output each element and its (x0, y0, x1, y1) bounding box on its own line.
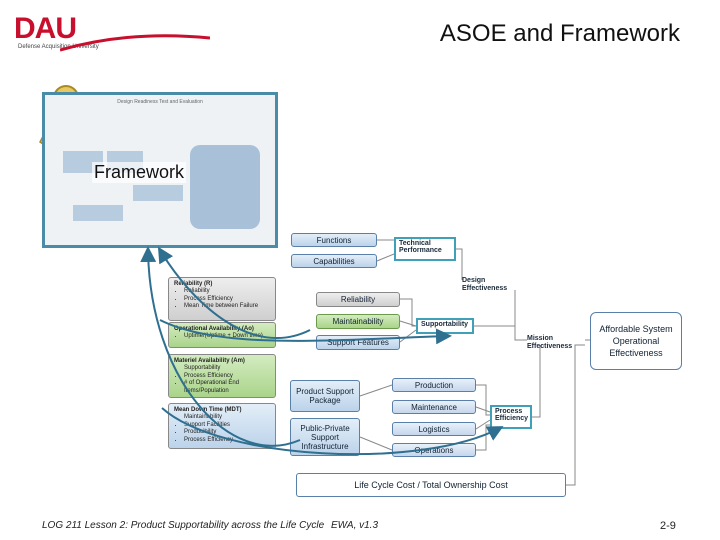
capabilities-box: Capabilities (291, 254, 377, 268)
list-item: Support Facilities (184, 422, 270, 430)
technical-performance-label: Technical Performance (394, 237, 456, 261)
list-item: Mean Time between Failure (184, 303, 270, 311)
operations-box: Operations (392, 443, 476, 457)
page-title: ASOE and Framework (439, 20, 680, 47)
list-item: Maintainability (184, 414, 270, 422)
footer-text: LOG 211 Lesson 2: Product Supportability… (42, 520, 378, 531)
public-private-support-box: Public-Private Support Infrastructure (290, 418, 360, 456)
flow-lines (359, 239, 590, 486)
production-box: Production (392, 378, 476, 392)
footer-version: EWA, v1.3 (330, 520, 379, 531)
maintainability-box: Maintainability (316, 314, 400, 329)
list-item: # of Operational End Items/Population (184, 380, 270, 395)
mean-down-time-panel: Mean Down Time (MDT) Maintainability Sup… (168, 403, 276, 449)
framework-arrows (140, 246, 504, 456)
list-item: Process Efficiency (184, 373, 270, 381)
framework-label: Framework (92, 162, 187, 183)
reliability-panel: Reliability (R) Reliability Process Effi… (168, 277, 276, 321)
list-item: Uptime/(Uptime + Down time) (184, 333, 270, 341)
product-support-package-box: Product Support Package (290, 380, 360, 412)
materiel-availability-panel: Materiel Availability (Am) Supportabilit… (168, 354, 276, 398)
mean-down-time-header: Mean Down Time (MDT) (174, 407, 242, 413)
mission-effectiveness-label: Mission Effectiveness (527, 335, 573, 350)
affordable-system-box: Affordable System Operational Effectiven… (590, 312, 682, 370)
logistics-box: Logistics (392, 422, 476, 436)
framework-thumbnail-title: Design Readiness Test and Evaluation (117, 99, 203, 105)
lcc-box: Life Cycle Cost / Total Ownership Cost (296, 473, 566, 497)
operational-availability-header: Operational Availability (Ao) (174, 326, 254, 332)
list-item: Process Efficiency (184, 296, 270, 304)
materiel-availability-header: Materiel Availability (Am) (174, 358, 245, 364)
list-item: Supportability (184, 365, 270, 373)
footer-course: LOG 211 Lesson 2: Product Supportability… (42, 520, 325, 531)
maintenance-box: Maintenance (392, 400, 476, 414)
list-item: Process Efficiency (184, 437, 270, 445)
dau-logo-subtitle: Defense Acquisition University (18, 44, 99, 50)
reliability-panel-header: Reliability (R) (174, 281, 213, 287)
design-effectiveness-label: Design Effectiveness (462, 277, 508, 292)
operational-availability-panel: Operational Availability (Ao) Uptime/(Up… (168, 322, 276, 348)
dau-logo: DAU (14, 12, 77, 45)
functions-box: Functions (291, 233, 377, 247)
logo-swoosh-icon (60, 34, 210, 52)
reliability-box: Reliability (316, 292, 400, 307)
process-efficiency-label: Process Efficiency (490, 405, 532, 429)
list-item: Producibility (184, 429, 270, 437)
list-item: Reliability (184, 288, 270, 296)
page-number: 2-9 (660, 520, 676, 532)
